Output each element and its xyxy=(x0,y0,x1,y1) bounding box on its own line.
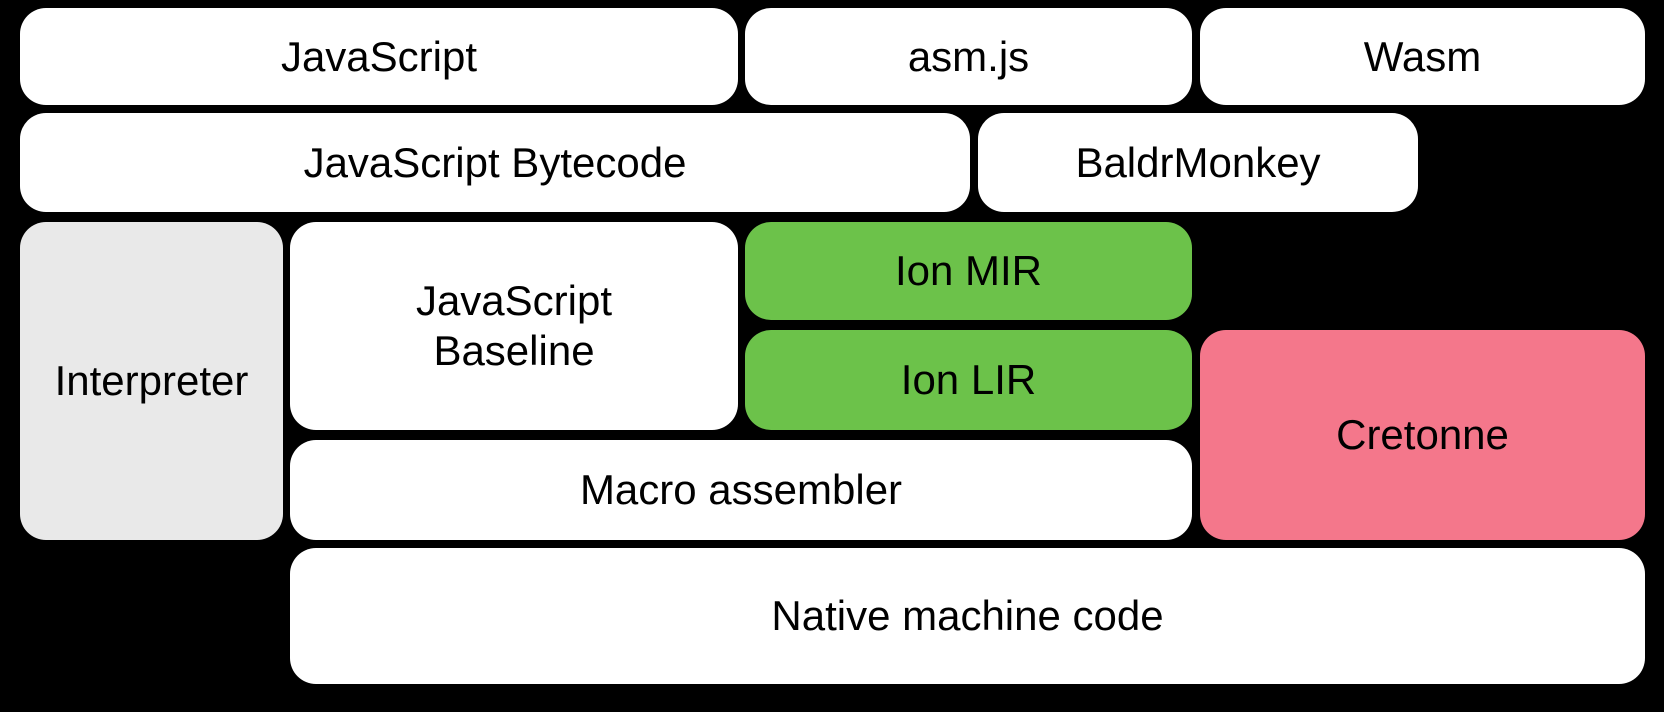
node-asmjs: asm.js xyxy=(745,8,1192,105)
node-baldrmonkey: BaldrMonkey xyxy=(978,113,1418,212)
node-interpreter: Interpreter xyxy=(20,222,283,540)
node-ion-mir: Ion MIR xyxy=(745,222,1192,320)
node-js-baseline: JavaScript Baseline xyxy=(290,222,738,430)
node-wasm: Wasm xyxy=(1200,8,1645,105)
node-js-bytecode: JavaScript Bytecode xyxy=(20,113,970,212)
node-native-machine-code: Native machine code xyxy=(290,548,1645,684)
node-ion-lir: Ion LIR xyxy=(745,330,1192,430)
node-macro-assembler: Macro assembler xyxy=(290,440,1192,540)
node-javascript: JavaScript xyxy=(20,8,738,105)
node-cretonne: Cretonne xyxy=(1200,330,1645,540)
